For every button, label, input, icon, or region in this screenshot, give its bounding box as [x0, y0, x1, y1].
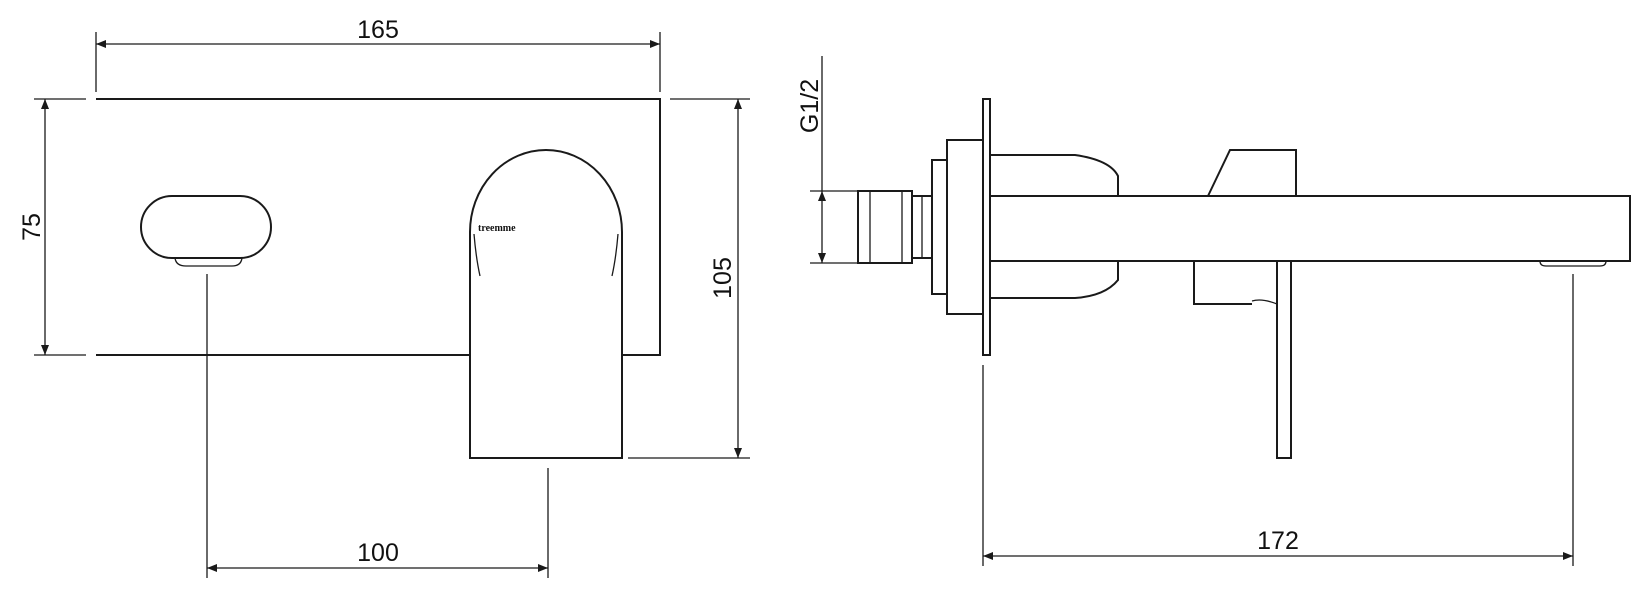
wall-plate-side — [982, 98, 991, 356]
inner-flange — [946, 139, 984, 315]
valve-body-bottom — [990, 260, 1119, 299]
spout-outline — [469, 149, 623, 459]
spout-outlet — [1539, 260, 1607, 267]
side-view — [857, 98, 1631, 459]
dimension-105-label: 105 — [709, 257, 737, 299]
front-view: treemme — [96, 98, 661, 459]
thread-connector — [857, 190, 913, 264]
spout-arm — [990, 195, 1631, 262]
brand-logo: treemme — [478, 223, 516, 234]
dimension-100-label: 100 — [357, 539, 399, 567]
dimension-height-left: 75 — [18, 98, 86, 356]
dimension-width-top: 165 — [95, 16, 661, 92]
dimension-thread-label: G1/2 — [796, 79, 824, 133]
dimension-thread: G1/2 — [796, 56, 858, 264]
body-flange — [931, 159, 948, 295]
wall-plate-outline — [96, 98, 661, 356]
lever-top — [1207, 149, 1297, 197]
dimension-projection: 172 — [982, 274, 1574, 566]
lever-blade — [1276, 260, 1292, 459]
oval-handle — [140, 195, 272, 259]
handle-base — [174, 257, 243, 267]
dimension-height-right: 105 — [628, 98, 750, 459]
dimension-spout-spacing: 100 — [206, 274, 549, 578]
valve-body-top — [990, 154, 1119, 196]
spout-left-highlight — [473, 233, 481, 277]
lever-bottom — [1193, 261, 1252, 305]
spout-right-highlight — [611, 233, 619, 277]
dimension-75-label: 75 — [18, 213, 46, 241]
dimension-172-label: 172 — [1257, 527, 1299, 555]
dimension-165-label: 165 — [357, 16, 399, 44]
lever-joint — [1251, 299, 1278, 305]
